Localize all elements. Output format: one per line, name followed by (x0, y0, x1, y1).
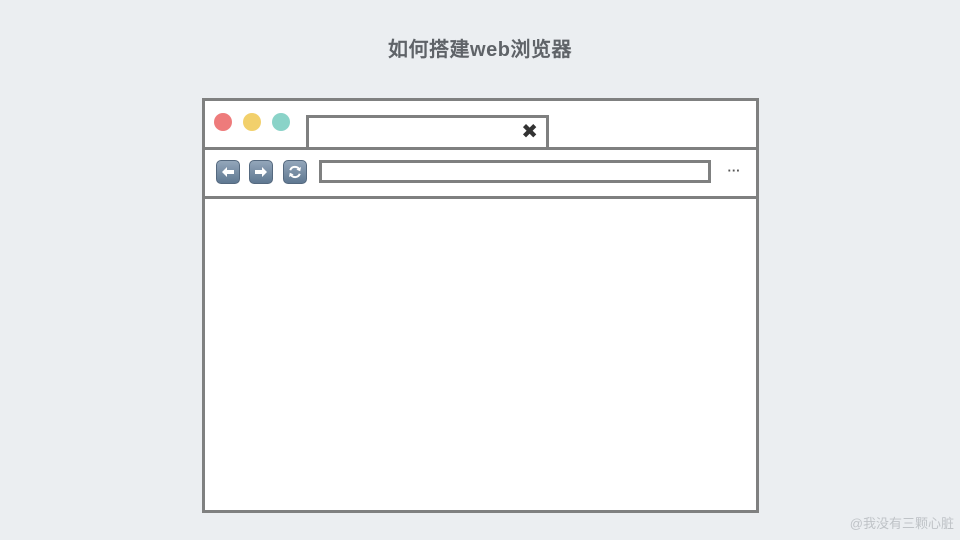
arrow-left-icon (222, 167, 234, 177)
window-minimize-dot[interactable] (243, 113, 261, 131)
page-viewport (205, 199, 756, 510)
address-bar[interactable] (319, 160, 711, 183)
slide-title: 如何搭建web浏览器 (388, 39, 572, 61)
tab-bar: ✖ (205, 101, 756, 150)
browser-tab[interactable]: ✖ (306, 115, 549, 147)
browser-window: ✖ ··· (202, 98, 759, 513)
window-maximize-dot[interactable] (272, 113, 290, 131)
window-close-dot[interactable] (214, 113, 232, 131)
more-horizontal-icon[interactable]: ··· (727, 163, 741, 178)
arrow-right-icon (255, 167, 267, 177)
reload-icon (289, 165, 301, 179)
nav-toolbar: ··· (205, 150, 756, 199)
close-icon[interactable]: ✖ (521, 121, 538, 143)
back-button[interactable] (216, 160, 240, 184)
watermark: @我没有三颗心脏 (849, 516, 954, 531)
forward-button[interactable] (249, 160, 273, 184)
reload-button[interactable] (283, 160, 307, 184)
